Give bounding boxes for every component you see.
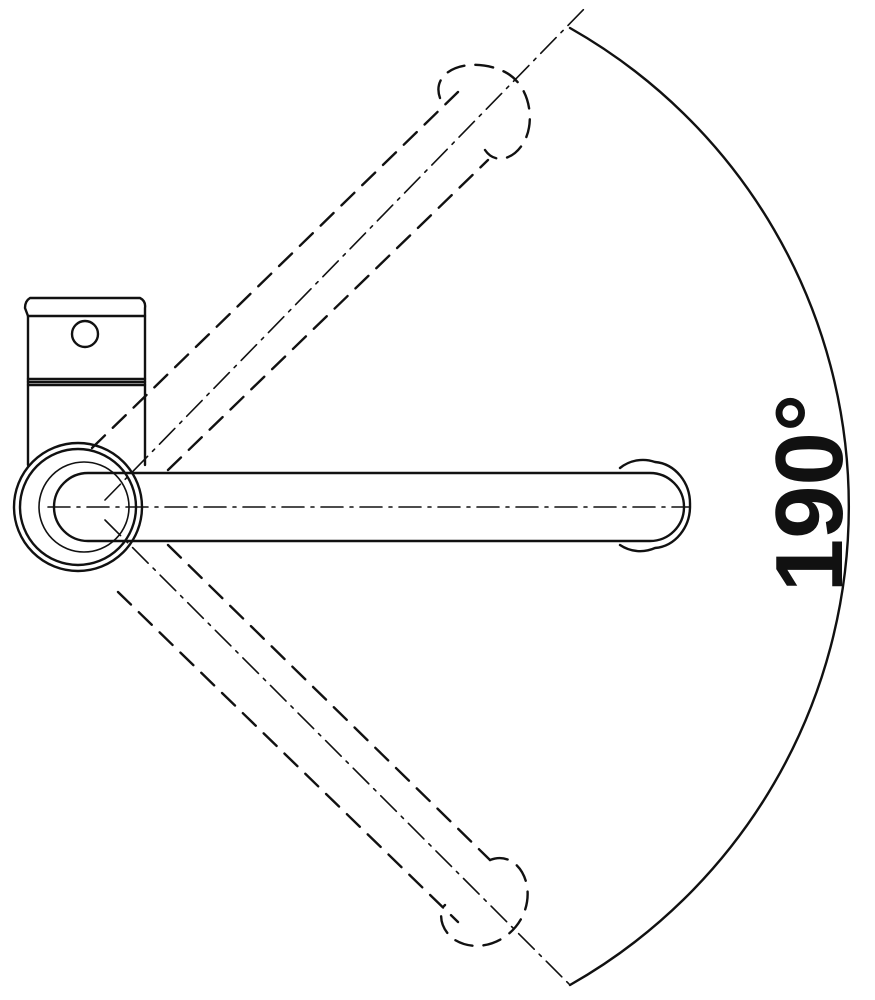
angle-label: 190°: [756, 394, 863, 593]
lower-centerline: [104, 519, 571, 986]
lower-spout-tip: [439, 856, 529, 948]
upper-spout-edge-top: [90, 90, 460, 450]
sweep-arc: [568, 26, 851, 987]
upper-spout-tip: [437, 63, 532, 160]
lower-spout-edge-top: [166, 543, 492, 862]
lower-spout-edge-bottom: [116, 590, 460, 924]
spout-tip-ring: [618, 458, 692, 553]
spout-position-upper: [90, 7, 586, 501]
faucet-cap: [23, 296, 147, 318]
spout-main-outline: [52, 471, 686, 543]
faucet-column: [26, 314, 147, 467]
upper-centerline: [104, 7, 586, 501]
lever-hole-icon: [70, 319, 100, 349]
faucet-body: [23, 296, 147, 467]
spout-main: [47, 458, 692, 553]
spout-position-lower: [104, 519, 571, 986]
upper-spout-edge-bottom: [166, 158, 490, 472]
